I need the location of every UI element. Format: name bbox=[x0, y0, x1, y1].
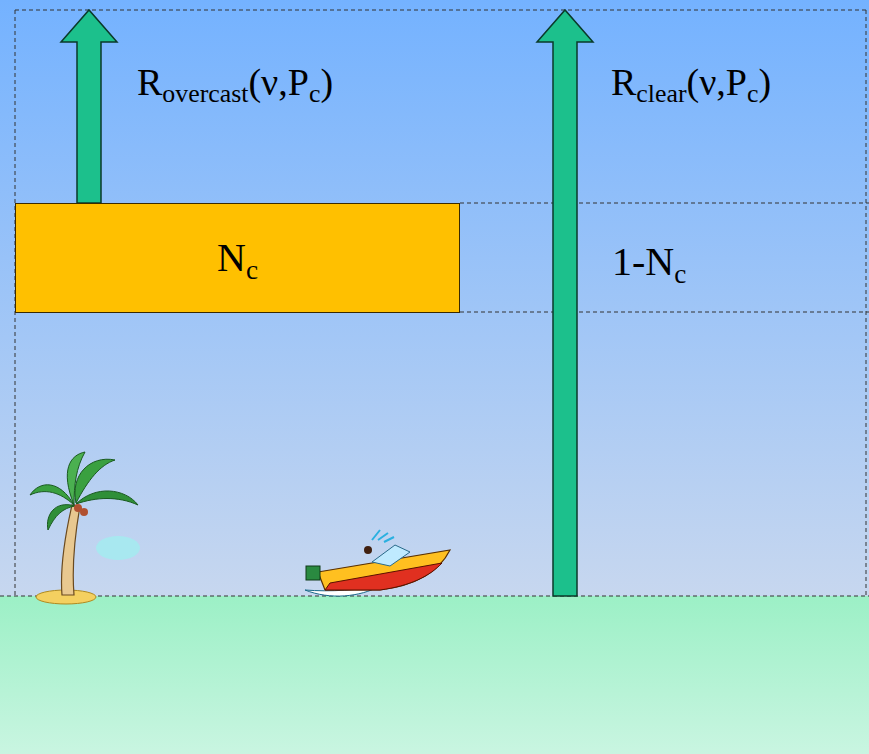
radiance-label: Rovercast(ν,Pc) bbox=[137, 62, 333, 104]
subscript: c bbox=[747, 79, 758, 108]
subscript: c bbox=[309, 79, 320, 108]
subscript: clear bbox=[636, 79, 686, 108]
palm-tree-icon bbox=[30, 452, 140, 604]
cloud-fraction-text: Nc bbox=[217, 236, 258, 280]
clear-fraction-label: 1-Nc bbox=[612, 240, 686, 284]
radiance-arrow bbox=[61, 10, 117, 203]
dashed-frame bbox=[0, 10, 869, 596]
subscript: c bbox=[246, 255, 258, 285]
radiance-arrow bbox=[537, 10, 593, 596]
sky-ground bbox=[0, 0, 869, 596]
subscript: c bbox=[674, 259, 686, 289]
subscript: overcast bbox=[162, 79, 248, 108]
ocean-ground bbox=[0, 596, 869, 754]
boat-icon bbox=[305, 530, 450, 596]
radiance-label: Rclear(ν,Pc) bbox=[611, 62, 771, 104]
cloud-box: Nc bbox=[15, 203, 460, 313]
